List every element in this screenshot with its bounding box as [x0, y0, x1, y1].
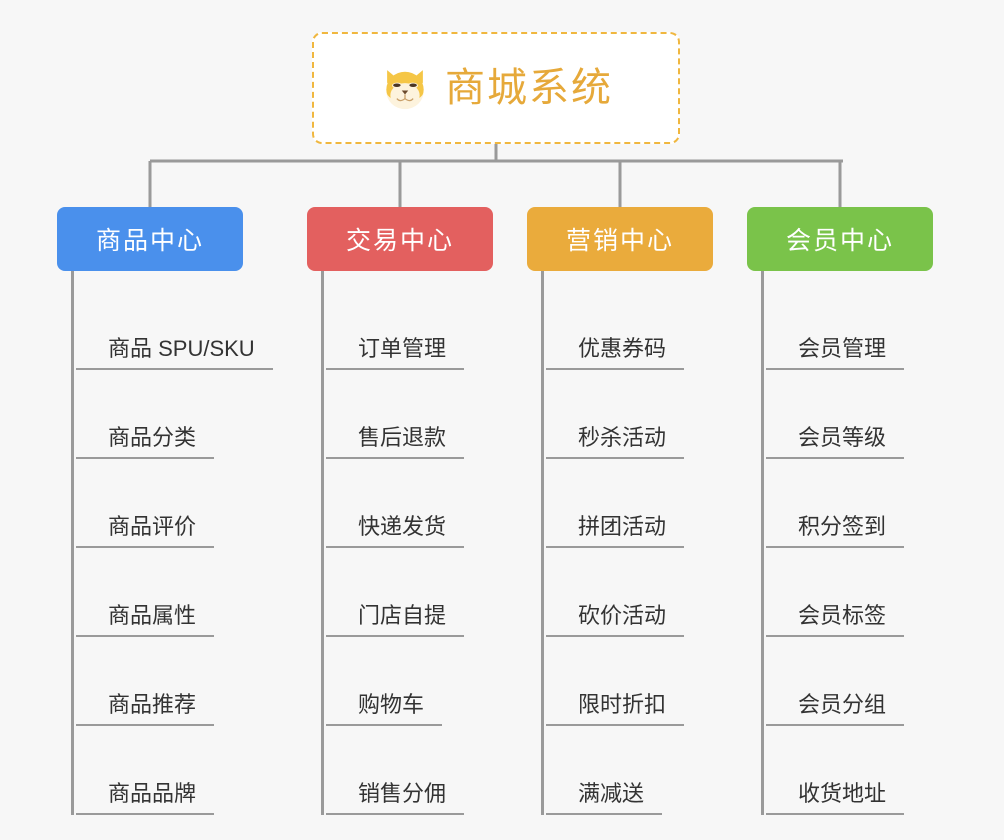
list-item[interactable]: 门店自提: [324, 548, 507, 637]
list-item[interactable]: 售后退款: [324, 370, 507, 459]
leaf-label: 秒杀活动: [546, 425, 685, 459]
leaf-list-交易中心: 订单管理 售后退款 快递发货 门店自提 购物车 销售分佣: [321, 271, 507, 815]
list-item[interactable]: 订单管理: [324, 281, 507, 370]
leaf-list-营销中心: 优惠券码 秒杀活动 拼团活动 砍价活动 限时折扣 满减送: [541, 271, 727, 815]
leaf-label: 门店自提: [326, 603, 465, 637]
leaf-label: 满减送: [546, 781, 663, 815]
list-item[interactable]: 商品评价: [74, 459, 257, 548]
root-title: 商城系统: [445, 66, 613, 110]
category-column-会员中心: 会员中心 会员管理 会员等级 积分签到 会员标签 会员分组 收货地址: [747, 207, 947, 815]
list-item[interactable]: 优惠券码: [544, 281, 727, 370]
leaf-list-会员中心: 会员管理 会员等级 积分签到 会员标签 会员分组 收货地址: [761, 271, 947, 815]
category-header-会员中心[interactable]: 会员中心: [747, 207, 933, 271]
leaf-label: 商品推荐: [76, 692, 215, 726]
list-item[interactable]: 收货地址: [764, 726, 947, 815]
list-item[interactable]: 商品推荐: [74, 637, 257, 726]
leaf-label: 购物车: [326, 692, 443, 726]
leaf-label: 收货地址: [766, 781, 905, 815]
leaf-list-商品中心: 商品 SPU/SKU 商品分类 商品评价 商品属性 商品推荐 商品品牌: [71, 271, 273, 815]
root-node[interactable]: 商城系统: [312, 32, 680, 144]
leaf-label: 商品属性: [76, 603, 215, 637]
shiba-dog-icon: [386, 70, 424, 110]
leaf-label: 销售分佣: [326, 781, 465, 815]
category-column-营销中心: 营销中心 优惠券码 秒杀活动 拼团活动 砍价活动 限时折扣 满减送: [527, 207, 727, 815]
list-item[interactable]: 商品 SPU/SKU: [74, 281, 273, 370]
leaf-label: 快递发货: [326, 514, 465, 548]
leaf-label: 售后退款: [326, 425, 465, 459]
leaf-label: 商品 SPU/SKU: [76, 336, 273, 370]
category-header-label: 交易中心: [345, 227, 454, 255]
leaf-label: 会员分组: [766, 692, 905, 726]
list-item[interactable]: 销售分佣: [324, 726, 507, 815]
leaf-label: 商品分类: [76, 425, 215, 459]
list-item[interactable]: 商品分类: [74, 370, 257, 459]
list-item[interactable]: 砍价活动: [544, 548, 727, 637]
leaf-label: 砍价活动: [546, 603, 685, 637]
leaf-label: 会员等级: [766, 425, 905, 459]
list-item[interactable]: 积分签到: [764, 459, 947, 548]
leaf-label: 积分签到: [766, 514, 905, 548]
leaf-label: 订单管理: [326, 336, 465, 370]
leaf-label: 会员管理: [766, 336, 905, 370]
list-item[interactable]: 拼团活动: [544, 459, 727, 548]
leaf-label: 限时折扣: [546, 692, 685, 726]
leaf-label: 会员标签: [766, 603, 905, 637]
list-item[interactable]: 限时折扣: [544, 637, 727, 726]
category-header-label: 会员中心: [785, 227, 894, 255]
list-item[interactable]: 会员分组: [764, 637, 947, 726]
category-header-交易中心[interactable]: 交易中心: [307, 207, 493, 271]
list-item[interactable]: 快递发货: [324, 459, 507, 548]
category-header-label: 营销中心: [565, 227, 674, 255]
category-header-商品中心[interactable]: 商品中心: [57, 207, 243, 271]
list-item[interactable]: 会员管理: [764, 281, 947, 370]
list-item[interactable]: 秒杀活动: [544, 370, 727, 459]
category-header-label: 商品中心: [95, 227, 204, 255]
list-item[interactable]: 商品品牌: [74, 726, 257, 815]
leaf-label: 商品评价: [76, 514, 215, 548]
list-item[interactable]: 会员标签: [764, 548, 947, 637]
list-item[interactable]: 购物车: [324, 637, 507, 726]
list-item[interactable]: 商品属性: [74, 548, 257, 637]
leaf-label: 商品品牌: [76, 781, 215, 815]
list-item[interactable]: 会员等级: [764, 370, 947, 459]
category-column-商品中心: 商品中心 商品 SPU/SKU 商品分类 商品评价 商品属性 商品推荐 商品品牌: [57, 207, 273, 815]
leaf-label: 拼团活动: [546, 514, 685, 548]
category-column-交易中心: 交易中心 订单管理 售后退款 快递发货 门店自提 购物车 销售分佣: [307, 207, 507, 815]
list-item[interactable]: 满减送: [544, 726, 727, 815]
leaf-label: 优惠券码: [546, 336, 685, 370]
category-header-营销中心[interactable]: 营销中心: [527, 207, 713, 271]
